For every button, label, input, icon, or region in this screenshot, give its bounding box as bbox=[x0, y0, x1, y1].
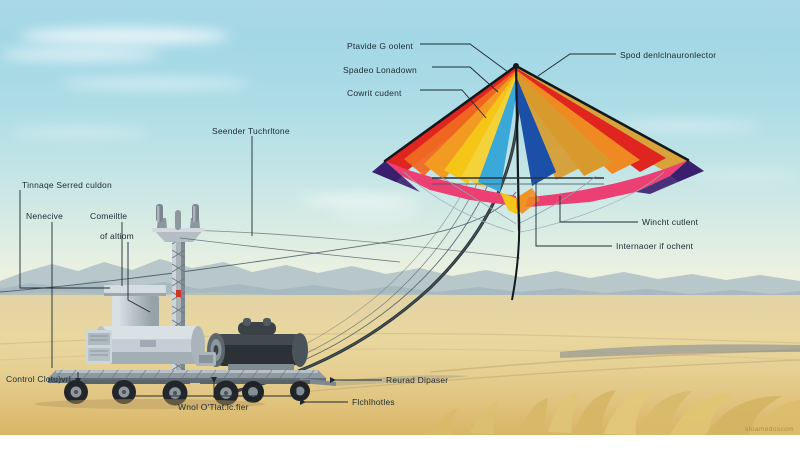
label-ground-8: Flchlhotles bbox=[352, 397, 395, 407]
bottom-white-bar bbox=[0, 435, 800, 457]
label-ground-7: Reurad Dipaser bbox=[386, 375, 449, 385]
label-kite-3: Cowrit cudent bbox=[347, 88, 402, 98]
drum-winch bbox=[86, 285, 205, 364]
label-mast-1: Seender Tuchrltone bbox=[212, 126, 290, 136]
label-kite-5: Wincht cutlent bbox=[642, 217, 699, 227]
label-ground-2: Nenecive bbox=[26, 211, 64, 221]
generator-unit bbox=[196, 318, 308, 374]
cloud-icon bbox=[610, 120, 760, 132]
cloud-icon bbox=[300, 195, 420, 205]
label-ground-4: of altiom bbox=[100, 231, 134, 241]
watermark: sfoamedoscom bbox=[745, 426, 794, 433]
lattice-mast bbox=[152, 204, 401, 374]
cloud-icon bbox=[10, 128, 150, 137]
label-kite-2: Spadeo Lonadown bbox=[343, 65, 417, 75]
trailer-wheels bbox=[35, 380, 310, 409]
label-ground-3: Comeiltle bbox=[90, 211, 128, 221]
label-ground-6: Wnol O'Tlat.lc.fier bbox=[178, 402, 249, 412]
label-kite-6: Internaoer if ochent bbox=[616, 241, 694, 251]
label-kite-1: Ptavide G oolent bbox=[347, 41, 414, 51]
kite-left-wing bbox=[372, 66, 516, 206]
cloud-icon bbox=[60, 78, 250, 89]
label-ground-5: Control Clotu)vrl bbox=[6, 374, 71, 384]
label-kite-4: Spod denlclnauronlector bbox=[620, 50, 717, 60]
cloud-icon bbox=[330, 210, 420, 217]
cloud-icon bbox=[0, 48, 160, 61]
cloud-icon bbox=[20, 28, 230, 44]
kite-right-wing bbox=[516, 66, 704, 208]
cloud-icon bbox=[690, 170, 800, 179]
kite-spars bbox=[383, 63, 690, 301]
label-ground-1: Tinnaqe Serred culdon bbox=[22, 180, 112, 190]
